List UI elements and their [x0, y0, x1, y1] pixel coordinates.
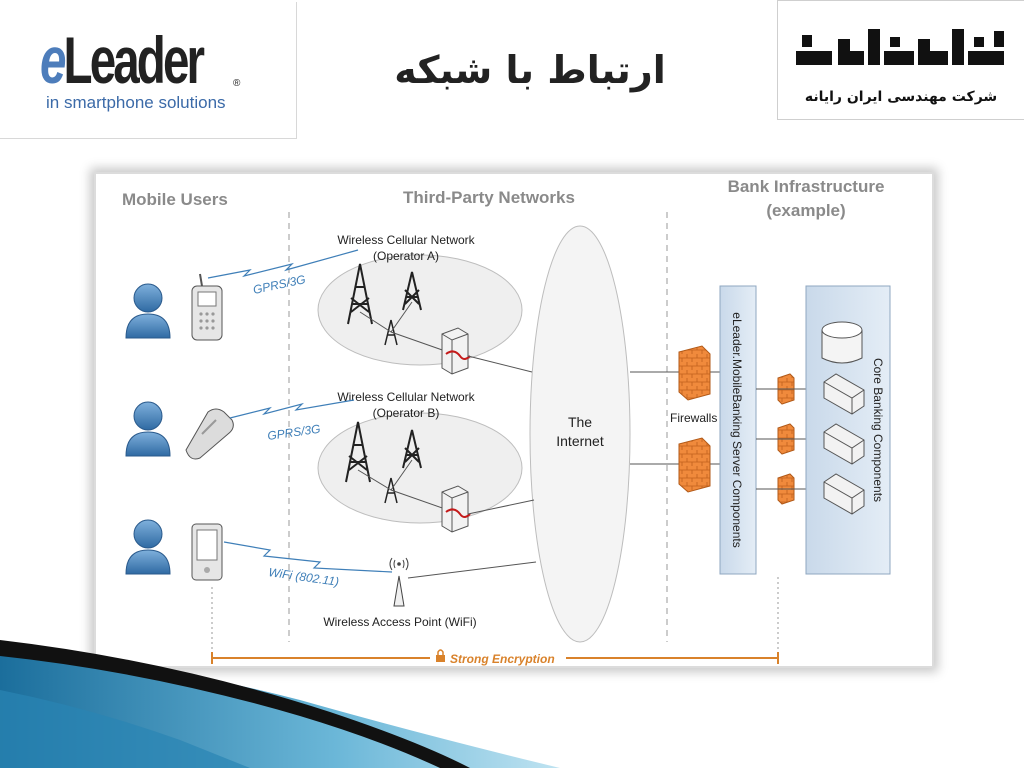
link-label-gprs-b: GPRS/3G — [266, 422, 321, 443]
operator-b-label-line2: (Operator B) — [373, 406, 440, 420]
cell-tower-icon — [347, 263, 373, 325]
server-components-panel — [719, 285, 757, 575]
internet-label-line2: Internet — [556, 433, 604, 449]
operator-a-label-line1: Wireless Cellular Network — [337, 233, 475, 247]
server-box-icon — [823, 373, 865, 415]
registered-mark: ® — [233, 78, 241, 89]
radio-link-a — [207, 249, 359, 279]
cell-tower-icon — [402, 271, 422, 311]
operator-b-label-line1: Wireless Cellular Network — [337, 390, 475, 404]
core-banking-label: Core Banking Components — [871, 358, 885, 502]
cell-tower-icon — [384, 477, 398, 504]
access-point-icon — [389, 557, 409, 607]
operator-b-links — [357, 459, 449, 511]
encryption-label: Strong Encryption — [450, 652, 555, 666]
network-diagram-canvas: Mobile Users Third-Party Networks Bank I… — [122, 177, 891, 666]
radio-link-wifi — [223, 541, 393, 573]
heading-bank-line2: (example) — [766, 201, 845, 220]
user-icon — [125, 401, 171, 457]
pda-icon — [191, 523, 223, 581]
gateway-server-icon — [441, 327, 471, 375]
internet-label-line1: The — [568, 414, 592, 430]
internet-cloud — [529, 225, 631, 643]
eleader-wordmark-word: Leader — [63, 23, 205, 97]
eleader-wordmark: eLeader — [40, 27, 205, 93]
heading-bank-line1: Bank Infrastructure — [728, 177, 885, 196]
cell-tower-icon — [402, 429, 422, 469]
cell-tower-icon — [345, 421, 371, 483]
database-icon — [821, 321, 863, 364]
link-label-gprs-a: GPRS/3G — [252, 272, 307, 297]
gateway-server-icon — [441, 485, 471, 533]
user-icon — [125, 283, 171, 339]
firewalls-label: Firewalls — [670, 411, 717, 425]
flip-phone-icon — [185, 408, 234, 460]
server-box-icon — [823, 473, 865, 515]
firewall-icon — [678, 437, 711, 493]
page-title: ارتباط با شبکه — [394, 48, 666, 92]
cell-tower-icon — [384, 319, 398, 346]
eleader-wordmark-e: e — [40, 23, 66, 97]
network-diagram: Mobile Users Third-Party Networks Bank I… — [94, 172, 934, 668]
iran-rayaneh-logo: شرکت مهندسی ایران رایانه — [777, 0, 1024, 120]
iran-rayaneh-subtitle: شرکت مهندسی ایران رایانه — [804, 89, 998, 105]
eleader-logo: eLeader ® in smartphone solutions — [0, 2, 297, 139]
server-box-icon — [823, 423, 865, 465]
link-operator-a-internet — [467, 355, 533, 373]
heading-mobile-users: Mobile Users — [122, 190, 228, 209]
feature-phone-icon — [191, 273, 223, 341]
user-icon — [125, 519, 171, 575]
iran-rayaneh-logo-mark — [796, 29, 1004, 65]
firewall-icon — [678, 345, 711, 401]
eleader-tagline: in smartphone solutions — [46, 93, 226, 112]
operator-a-links — [359, 301, 449, 353]
heading-third-party: Third-Party Networks — [403, 188, 575, 207]
radio-link-b — [229, 399, 355, 419]
server-components-label: eLeader.MobileBanking Server Components — [730, 312, 744, 547]
link-operator-b-internet — [467, 499, 535, 515]
operator-a-label-line2: (Operator A) — [373, 249, 439, 263]
link-ap-internet — [407, 561, 537, 579]
access-point-label: Wireless Access Point (WiFi) — [323, 615, 476, 629]
